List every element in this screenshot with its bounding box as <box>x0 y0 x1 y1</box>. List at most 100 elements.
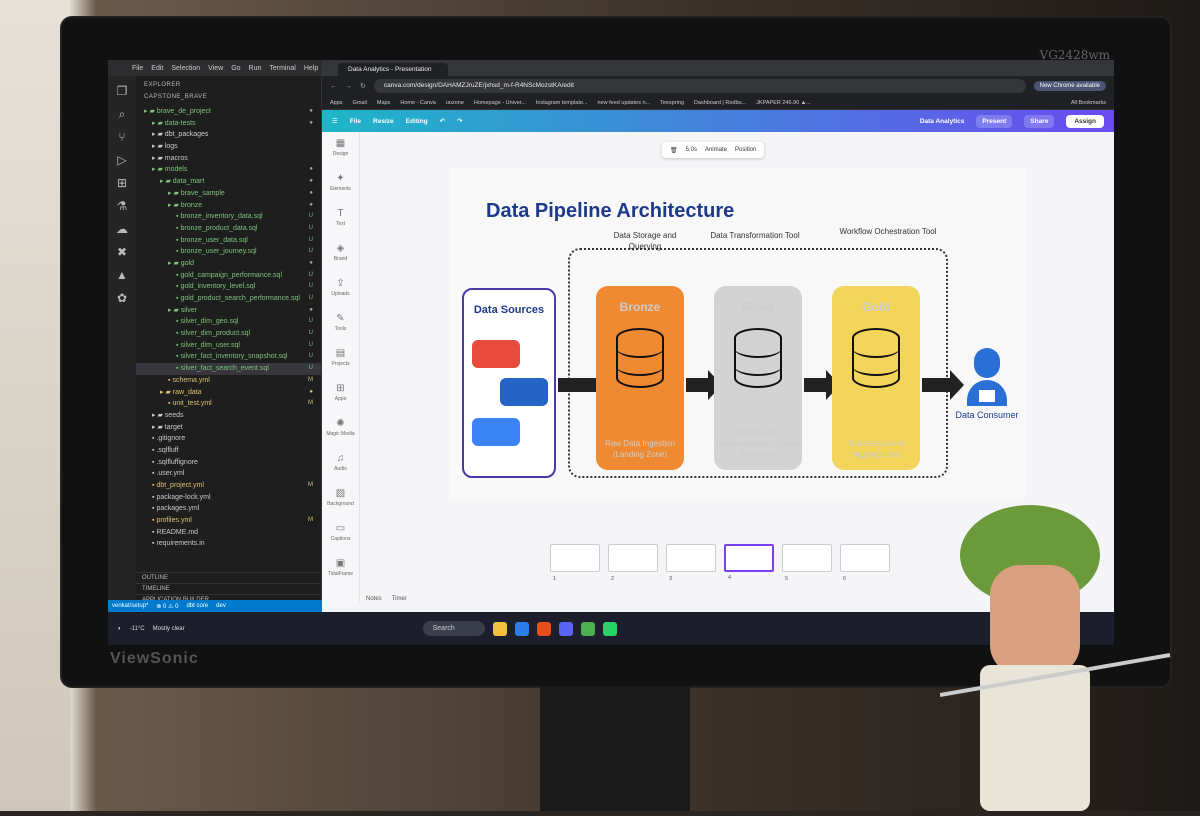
tree-folder[interactable]: ▸ ▰ logs <box>136 141 321 153</box>
bookmark-item[interactable]: Instagram template... <box>535 99 588 106</box>
files-icon[interactable]: ❐ <box>116 84 128 98</box>
doc-title[interactable]: Data Analytics <box>919 117 965 125</box>
flask-icon[interactable]: ⚗ <box>116 199 128 213</box>
tree-file[interactable]: ▪ README.md <box>136 527 321 539</box>
tree-file[interactable]: ▪ packages.yml <box>136 503 321 515</box>
sidebar-item[interactable]: ✦Elements <box>322 167 359 202</box>
bookmark-item[interactable]: Home - Canva <box>400 99 436 106</box>
page-thumbnail[interactable]: 6 <box>840 544 890 582</box>
page-thumbnail[interactable]: 1 <box>550 544 600 582</box>
bookmark-item[interactable]: Homepage - Univer... <box>473 99 526 106</box>
tree-folder[interactable]: ▸ ▰ silver● <box>136 305 321 317</box>
menu-item[interactable]: Terminal <box>269 64 296 72</box>
brave-icon[interactable] <box>536 621 551 636</box>
menu-item[interactable]: Go <box>231 64 241 72</box>
chrome-icon[interactable] <box>580 621 595 636</box>
data-sources-box[interactable]: Data Sources <box>462 288 556 478</box>
discord-icon[interactable] <box>558 621 573 636</box>
resize-button[interactable]: Resize <box>373 117 394 125</box>
forward-icon[interactable]: → <box>345 82 352 90</box>
assign-button[interactable]: Assign <box>1066 114 1104 128</box>
tree-folder[interactable]: ▸ ▰ seeds <box>136 410 321 422</box>
menu-item[interactable]: Run <box>248 64 262 72</box>
sidebar-item[interactable]: ▦Design <box>322 132 359 167</box>
tree-folder[interactable]: ▸ ▰ data_mart● <box>136 176 321 188</box>
page-thumbnail[interactable]: 4 <box>724 544 774 581</box>
whatsapp-icon[interactable] <box>602 621 617 636</box>
sidebar-item[interactable]: ▨Background <box>322 482 359 517</box>
file-menu[interactable]: File <box>349 117 362 125</box>
tree-folder[interactable]: ▸ ▰ raw_data● <box>136 387 321 399</box>
tree-folder[interactable]: ▸ ▰ brave_sample● <box>136 188 321 200</box>
bookmark-item[interactable]: Gmail <box>352 99 367 106</box>
notes-button[interactable]: Notes <box>366 596 382 602</box>
sidebar-item[interactable]: ⇪Uploads <box>322 272 359 307</box>
tree-file[interactable]: ▪ .user.yml <box>136 468 321 480</box>
bookmark-item[interactable]: uozone <box>445 99 464 106</box>
bronze-layer[interactable]: Bronze Raw Data Ingestion (Landing Zone) <box>596 286 684 470</box>
tree-file[interactable]: ▪ .gitignore <box>136 433 321 445</box>
tree-folder[interactable]: ▸ ▰ gold● <box>136 258 321 270</box>
bookmark-item[interactable]: Maps <box>376 99 391 106</box>
editing-button[interactable]: Editing <box>405 117 428 125</box>
redo-icon[interactable]: ↷ <box>457 118 463 125</box>
tree-folder[interactable]: ▸ ▰ bronze● <box>136 200 321 212</box>
search-icon[interactable]: ⌕ <box>118 107 126 121</box>
sidebar-item[interactable]: ⊞Apps <box>322 377 359 412</box>
branch-label[interactable]: venkat/setup* <box>112 603 149 609</box>
menu-item[interactable]: Help <box>303 64 319 72</box>
run-icon[interactable]: ▷ <box>117 153 127 167</box>
tree-folder[interactable]: ▸ ▰ models● <box>136 164 321 176</box>
tree-folder[interactable]: ▸ ▰ data-tests● <box>136 118 321 130</box>
tree-folder[interactable]: ▸ ▰ target <box>136 422 321 434</box>
python-icon[interactable]: ✿ <box>116 291 128 305</box>
animate-button[interactable]: Animate <box>704 147 727 153</box>
tree-file[interactable]: ▪ .sqlfluff <box>136 445 321 457</box>
page-thumbnail[interactable]: 5 <box>782 544 832 582</box>
sidebar-item[interactable]: ✺Magic Media <box>322 412 359 447</box>
sidebar-item[interactable]: ◈Brand <box>322 237 359 272</box>
new-chrome-button[interactable]: New Chrome available <box>1033 81 1106 91</box>
trash-icon[interactable]: 🗑 <box>670 147 678 154</box>
back-icon[interactable]: ← <box>330 82 337 90</box>
sidebar-item[interactable]: ▤Projects <box>322 342 359 377</box>
menu-item[interactable]: Edit <box>151 64 164 72</box>
dbt-icon[interactable]: ✖ <box>116 245 128 259</box>
sidebar-item[interactable]: ▣TidalFrame <box>322 552 359 587</box>
extensions-icon[interactable]: ⊞ <box>116 176 128 190</box>
bookmark-item[interactable]: Apps <box>330 99 343 106</box>
data-consumer[interactable]: Data Consumer <box>952 348 1022 420</box>
menu-item[interactable]: File <box>132 64 144 72</box>
page-thumbnail[interactable]: 3 <box>666 544 716 582</box>
vscode-icon[interactable] <box>514 621 529 636</box>
page-thumbnail[interactable]: 2 <box>608 544 658 582</box>
panel-header[interactable]: TIMELINE <box>136 583 322 594</box>
tab-canva[interactable]: Data Analytics - Presentation <box>338 63 448 76</box>
sidebar-item[interactable]: ✎Tools <box>322 307 359 342</box>
menu-item[interactable]: View <box>208 64 224 72</box>
project-name[interactable]: CAPSTONE_BRAVE <box>144 94 208 100</box>
problems-count[interactable]: ⊗ 0 ⚠ 0 <box>156 603 179 610</box>
tree-file[interactable]: ▪ .sqlfluffignore <box>136 457 321 469</box>
aws-icon[interactable]: ☁ <box>116 222 128 236</box>
all-bookmarks[interactable]: All Bookmarks <box>1070 99 1106 106</box>
panel-header[interactable]: OUTLINE <box>136 572 322 583</box>
env-status[interactable]: dev <box>216 603 226 609</box>
azure-icon[interactable]: ▲ <box>116 268 128 282</box>
duration[interactable]: 5.0s <box>685 147 697 153</box>
slide-canvas[interactable]: Data Pipeline Architecture Data Storage … <box>450 168 1026 498</box>
reload-icon[interactable]: ↻ <box>360 83 366 90</box>
address-input[interactable]: canva.com/design/DAHAMZJruZE/jxhsd_m-f-R… <box>373 79 1026 93</box>
